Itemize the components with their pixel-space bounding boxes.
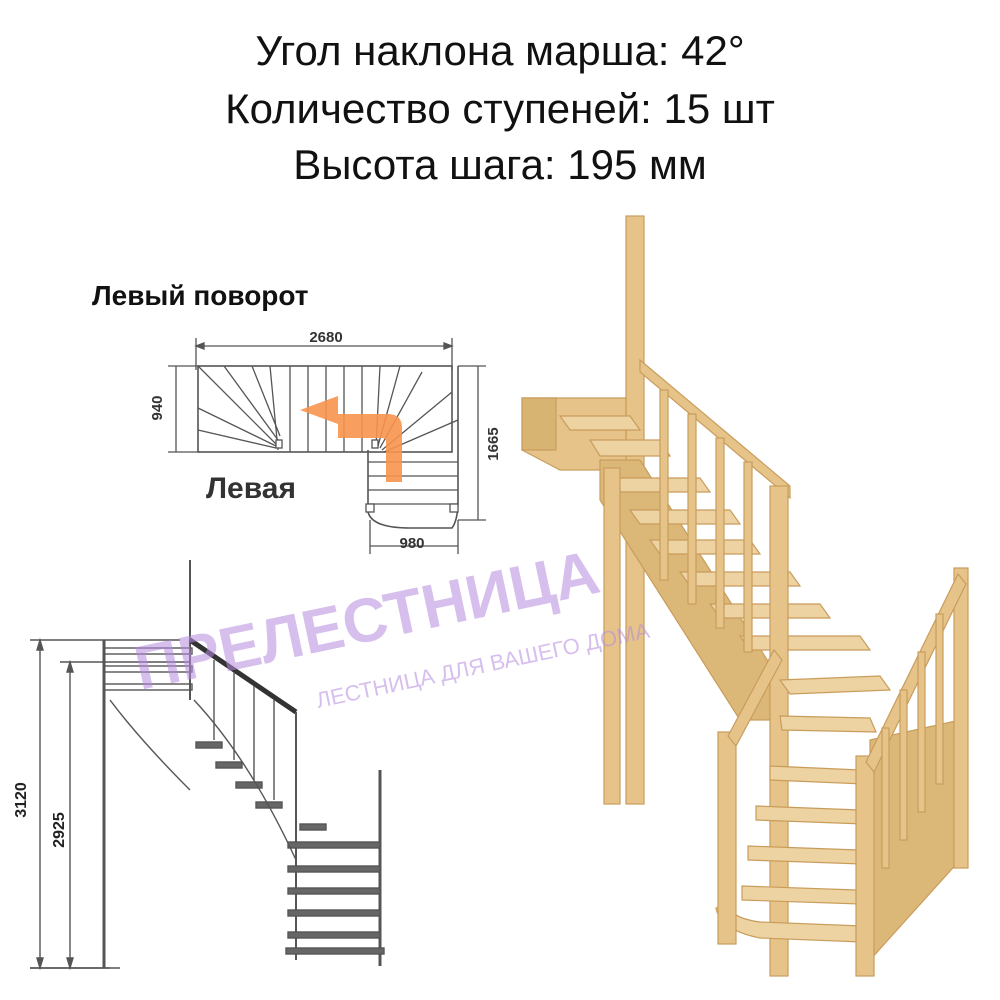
turn-direction-title: Левый поворот — [92, 280, 309, 311]
dim-total-height-label: 3120 — [13, 782, 30, 818]
dim-floor-height-label: 2925 — [51, 812, 68, 848]
dim-bottom-label: 980 — [399, 535, 424, 552]
dim-width-label: 2680 — [309, 329, 342, 346]
direction-label: Левая — [206, 472, 296, 505]
plan-view — [168, 338, 486, 554]
dim-depth-label: 940 — [149, 395, 166, 420]
headline-step-height: Высота шага: 195 мм — [293, 141, 707, 188]
staircase-render — [521, 215, 969, 977]
headline-steps: Количество ступеней: 15 шт — [225, 85, 775, 132]
turn-arrow — [300, 396, 402, 482]
dim-right-label: 1665 — [485, 427, 502, 460]
side-elevation — [30, 560, 385, 971]
headline-angle: Угол наклона марша: 42° — [255, 27, 745, 74]
watermark: ПРЕЛЕСТНИЦА ЛЕСТНИЦА ДЛЯ ВАШЕГО ДОМА — [129, 538, 653, 713]
